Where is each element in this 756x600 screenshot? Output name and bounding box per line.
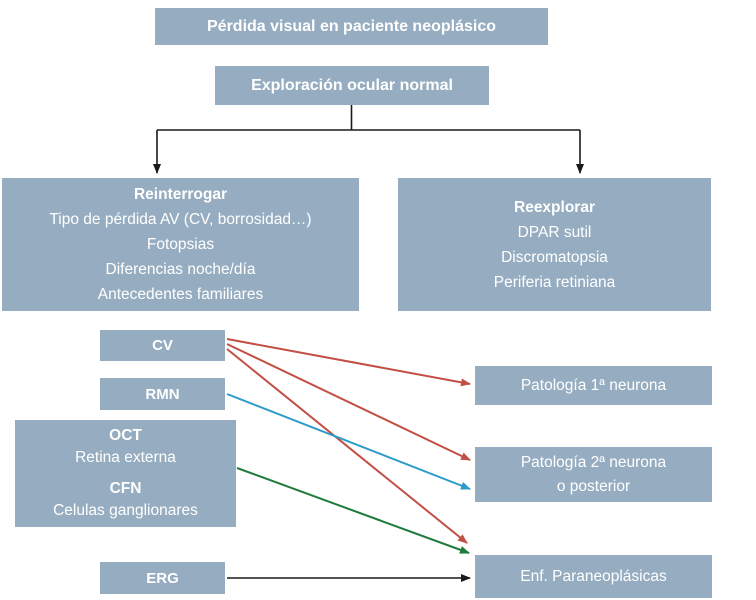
reexplorar-line: DPAR sutil <box>517 223 592 241</box>
node-root-label: Pérdida visual en paciente neoplásico <box>207 17 496 35</box>
arrow-oct-to-paraneoplastic <box>236 467 470 554</box>
split-connector-line <box>157 105 580 131</box>
node-reexplorar: Reexplorar DPAR sutil Discromatopsia Per… <box>398 178 711 311</box>
paraneoplastic-label: Enf. Paraneoplásicas <box>520 567 667 585</box>
node-second-neuron: Patología 2ª neurona o posterior <box>475 447 712 502</box>
node-cv-label: CV <box>152 337 173 354</box>
arrow-cv-to-second-neuron <box>226 343 471 461</box>
reinterrogar-title: Reinterrogar <box>133 186 228 203</box>
reinterrogar-line: Diferencias noche/día <box>105 261 256 278</box>
arrow-cv-to-first-neuron <box>226 338 471 387</box>
node-exam-label: Exploración ocular normal <box>251 76 453 94</box>
second-neuron-line2: o posterior <box>556 477 631 495</box>
node-reinterrogar: Reinterrogar Tipo de pérdida AV (CV, bor… <box>2 178 359 311</box>
reinterrogar-line: Fotopsias <box>146 236 215 253</box>
reinterrogar-line: Antecedentes familiares <box>97 286 264 303</box>
reexplorar-title: Reexplorar <box>514 198 595 216</box>
cfn-title: CFN <box>109 480 142 497</box>
reexplorar-line: Periferia retiniana <box>493 273 616 291</box>
node-oct-cfn: OCT Retina externa CFN Celulas gangliona… <box>15 420 236 527</box>
node-paraneoplastic: Enf. Paraneoplásicas <box>475 555 712 598</box>
reexplorar-line: Discromatopsia <box>501 248 608 266</box>
node-rmn-label: RMN <box>145 385 180 403</box>
node-erg-label: ERG <box>146 569 179 587</box>
node-first-neuron: Patología 1ª neurona <box>475 366 712 405</box>
arrow-cv-to-paraneoplastic <box>226 348 468 544</box>
arrow-rmn-to-second-neuron <box>226 393 471 490</box>
node-cv: CV <box>100 330 225 361</box>
oct-subtitle: Retina externa <box>75 449 176 466</box>
oct-title: OCT <box>109 427 142 444</box>
reinterrogar-line: Tipo de pérdida AV (CV, borrosidad…) <box>49 211 312 228</box>
node-rmn: RMN <box>100 378 225 410</box>
first-neuron-label: Patología 1ª neurona <box>520 376 667 394</box>
second-neuron-line1: Patología 2ª neurona <box>520 453 667 471</box>
node-erg: ERG <box>100 562 225 594</box>
cfn-subtitle: Celulas ganglionares <box>53 502 198 519</box>
node-exam: Exploración ocular normal <box>215 66 489 105</box>
node-root: Pérdida visual en paciente neoplásico <box>155 8 548 45</box>
